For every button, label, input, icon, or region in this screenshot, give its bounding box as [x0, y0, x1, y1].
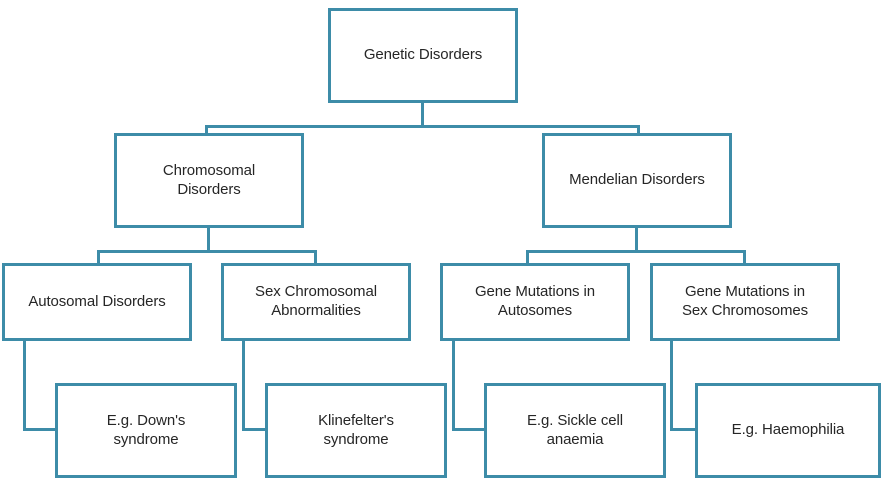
connector-genesex-to-haemophilia [670, 428, 695, 431]
node-autosomal-disorders[interactable]: Autosomal Disorders [2, 263, 192, 341]
connector-mendelian-to-geneaut [526, 250, 529, 264]
node-chromosomal-disorders[interactable]: Chromosomal Disorders [114, 133, 304, 228]
node-sex-chromosomal-abnormalities[interactable]: Sex Chromosomal Abnormalities [221, 263, 411, 341]
connector-root-to-chromosomal [205, 125, 208, 136]
node-genetic-disorders-label: Genetic Disorders [363, 46, 483, 64]
connector-mendelian-to-genesex [743, 250, 746, 264]
connector-mendelian-bus [526, 250, 746, 253]
node-example-haemophilia[interactable]: E.g. Haemophilia [695, 383, 881, 478]
node-example-sickle-cell-anaemia[interactable]: E.g. Sickle cell anaemia [484, 383, 666, 478]
node-chromosomal-disorders-label: Chromosomal Disorders [162, 161, 256, 198]
connector-root-stem [421, 103, 424, 128]
connector-chromosomal-bus [97, 250, 317, 253]
node-gene-mutations-autosomes[interactable]: Gene Mutations in Autosomes [440, 263, 630, 341]
node-example-klinefelters-syndrome-label: Klinefelter's syndrome [318, 411, 394, 448]
node-genetic-disorders[interactable]: Genetic Disorders [328, 8, 518, 103]
connector-autosomal-drop [23, 341, 26, 431]
connector-genesex-drop [670, 341, 673, 431]
node-sex-chromosomal-abnormalities-label: Sex Chromosomal Abnormalities [255, 283, 377, 319]
node-mendelian-disorders-label: Mendelian Disorders [569, 171, 705, 189]
node-example-sickle-cell-anaemia-label: E.g. Sickle cell anaemia [527, 411, 623, 448]
connector-root-to-mendelian [637, 125, 640, 136]
connector-geneaut-drop [452, 341, 455, 431]
connector-mendelian-stem [635, 228, 638, 253]
connector-geneaut-to-sicklecell [452, 428, 484, 431]
connector-autosomal-to-downs [23, 428, 55, 431]
connector-sexchromosomal-drop [242, 341, 245, 431]
node-gene-mutations-sex-chromosomes-label: Gene Mutations in Sex Chromosomes [681, 283, 809, 319]
node-autosomal-disorders-label: Autosomal Disorders [28, 292, 166, 310]
connector-sexchromosomal-to-klinefelter [242, 428, 265, 431]
connector-root-bus [205, 125, 640, 128]
connector-chromosomal-to-autosomal [97, 250, 100, 264]
node-mendelian-disorders[interactable]: Mendelian Disorders [542, 133, 732, 228]
connector-chromosomal-stem [207, 228, 210, 253]
node-example-haemophilia-label: E.g. Haemophilia [731, 421, 845, 439]
node-gene-mutations-sex-chromosomes[interactable]: Gene Mutations in Sex Chromosomes [650, 263, 840, 341]
node-gene-mutations-autosomes-label: Gene Mutations in Autosomes [474, 283, 596, 319]
connector-chromosomal-to-sexchromosomal [314, 250, 317, 264]
node-example-klinefelters-syndrome[interactable]: Klinefelter's syndrome [265, 383, 447, 478]
node-example-downs-syndrome[interactable]: E.g. Down's syndrome [55, 383, 237, 478]
node-example-downs-syndrome-label: E.g. Down's syndrome [106, 411, 186, 448]
